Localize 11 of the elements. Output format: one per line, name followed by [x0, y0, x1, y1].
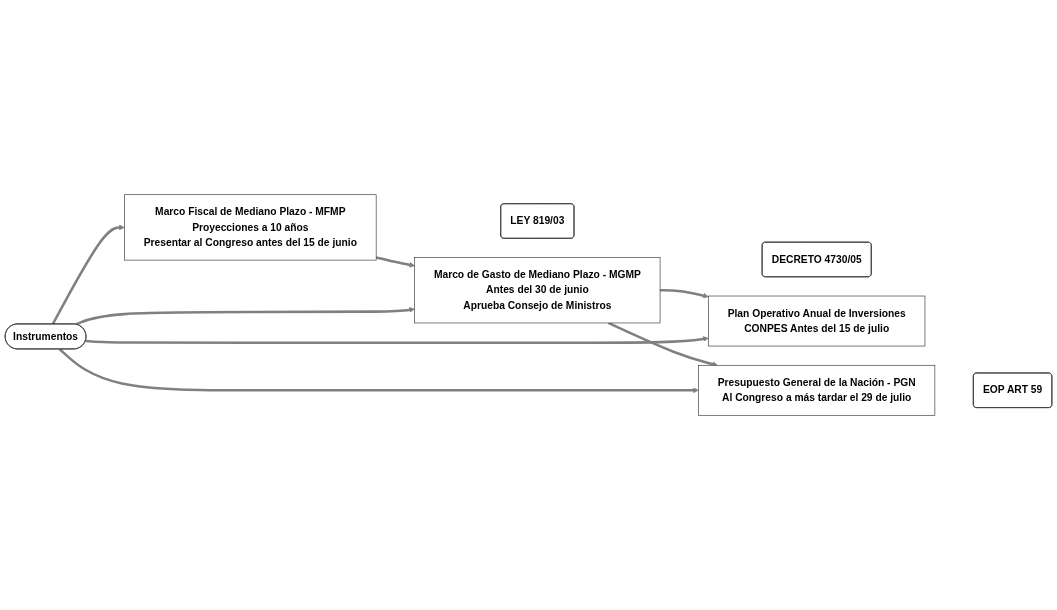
arrow — [660, 288, 709, 299]
arrow — [85, 336, 709, 345]
arrow — [58, 348, 699, 394]
arrow — [75, 307, 415, 326]
node-box: Marco de Gasto de Mediano Plazo - MGMP Antes del 30 de junio Aprueba Consejo de Ministros — [414, 257, 661, 324]
node-box: Presupuesto General de la Nación - PGN Al Congreso a más tardar el 29 de julio — [698, 364, 936, 416]
arrow — [375, 256, 415, 268]
arrow — [607, 321, 718, 367]
arrow — [51, 224, 125, 325]
node-box: Marco Fiscal de Mediano Plazo - MFMP Proyecciones a 10 años Presentar al Congreso antes del 15 de junio — [124, 194, 377, 261]
node-box: Plan Operativo Anual de Inversiones CONPES Antes del 15 de julio — [708, 295, 926, 347]
